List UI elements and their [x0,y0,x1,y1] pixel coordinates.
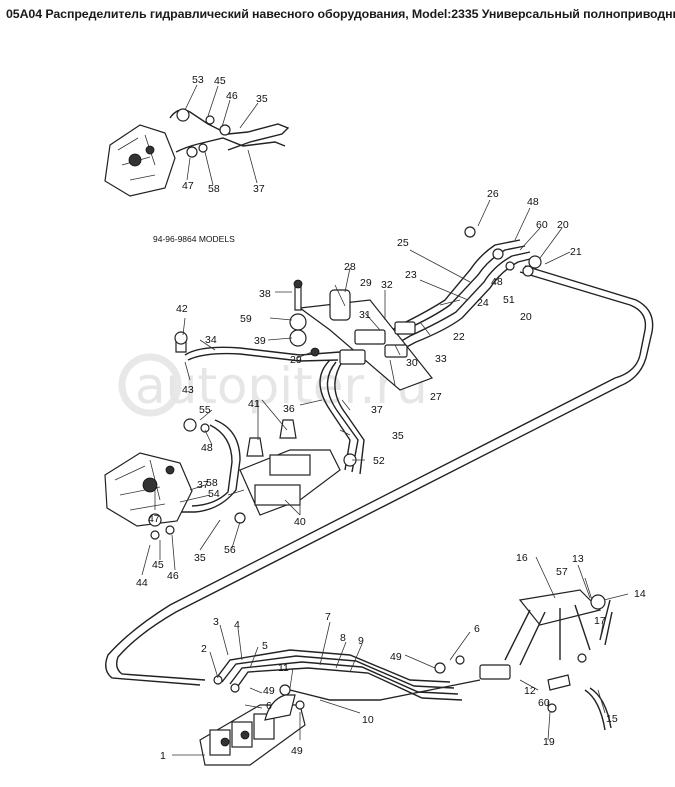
callout-49: 49 [390,651,402,663]
callout-23: 23 [405,269,417,281]
callout-35: 35 [256,93,268,105]
callout-60: 60 [538,697,550,709]
bottom-valve-body [199,649,481,766]
callout-41: 41 [248,398,260,410]
callout-51: 51 [503,294,515,306]
main-hydraulic-lines [105,265,654,686]
callout-37: 37 [371,404,383,416]
callout-14: 14 [634,588,646,600]
callout-33: 33 [435,353,447,365]
callout-25: 25 [397,237,409,249]
page-title: 05A04 Распределитель гидравлический наве… [6,7,675,21]
callout-11: 11 [278,662,289,674]
callout-3: 3 [213,616,219,628]
callout-40: 40 [294,516,306,528]
callout-45: 45 [152,559,164,571]
callout-48: 48 [527,196,539,208]
callout-24: 24 [477,297,489,309]
callout-45: 45 [214,75,226,87]
leader-lines [141,199,629,756]
callout-26: 26 [487,188,499,200]
callout-57: 57 [556,566,568,578]
callout-29: 29 [360,277,372,289]
callout-1: 1 [160,750,166,762]
callout-20: 20 [520,311,532,323]
callout-30: 30 [406,357,418,369]
callout-35: 35 [194,552,206,564]
callout-52: 52 [373,455,385,467]
callout-31: 31 [359,309,371,321]
callout-49: 49 [263,685,275,697]
callout-56: 56 [224,544,236,556]
callout-5: 5 [262,640,268,652]
callout-15: 15 [606,713,618,725]
callout-38: 38 [259,288,271,300]
callout-34: 34 [205,334,217,346]
callout-10: 10 [362,714,374,726]
callout-46: 46 [226,90,238,102]
callout-44: 44 [136,577,148,589]
callout-22: 22 [453,331,465,343]
callout-47: 47 [182,180,194,192]
valve-mount-plate [289,279,433,391]
callout-36: 36 [283,403,295,415]
callout-58: 58 [208,183,220,195]
callout-4: 4 [234,619,240,631]
lever-assembly [434,589,613,731]
callout-7: 7 [325,611,331,623]
callout-54: 54 [208,488,220,500]
callout-8: 8 [340,632,346,644]
callout-39: 39 [254,335,266,347]
callout-37: 37 [197,479,209,491]
callout-60: 60 [536,219,548,231]
callout-42: 42 [176,303,188,315]
callout-20: 20 [557,219,569,231]
callout-47: 47 [148,513,160,525]
callout-48: 48 [201,442,213,454]
callout-35: 35 [392,430,404,442]
callout-27: 27 [430,391,442,403]
callout-6: 6 [266,700,272,712]
callout-37: 37 [253,183,265,195]
callout-53: 53 [192,74,204,86]
callout-21: 21 [570,246,582,258]
callout-43: 43 [182,384,194,396]
callout-9: 9 [358,635,364,647]
callout-28: 28 [344,261,356,273]
callout-46: 46 [167,570,179,582]
callout-48: 48 [491,276,503,288]
pump-inset-top [104,84,290,197]
callout-32: 32 [381,279,393,291]
callout-49: 49 [291,745,303,757]
callout-12: 12 [524,685,536,697]
center-valve-block [234,419,357,524]
callout-6: 6 [474,623,480,635]
callout-19: 19 [543,736,555,748]
callout-13: 13 [572,553,584,565]
callout-16: 16 [516,552,528,564]
callout-59: 59 [240,313,252,325]
callout-2: 2 [201,643,207,655]
pump-inset-middle [104,331,210,540]
middle-lines [180,346,365,513]
callout-55: 55 [199,404,211,416]
callout-17: 17 [594,615,606,627]
upper-right-bundle [359,226,542,363]
callout-58: 58 [206,477,218,489]
models-note: 94-96-9864 MODELS [153,234,235,244]
callout-labels: 53 45 46 35 47 58 37 26 48 60 20 21 25 4… [136,74,646,762]
callout-29: 29 [290,354,302,366]
